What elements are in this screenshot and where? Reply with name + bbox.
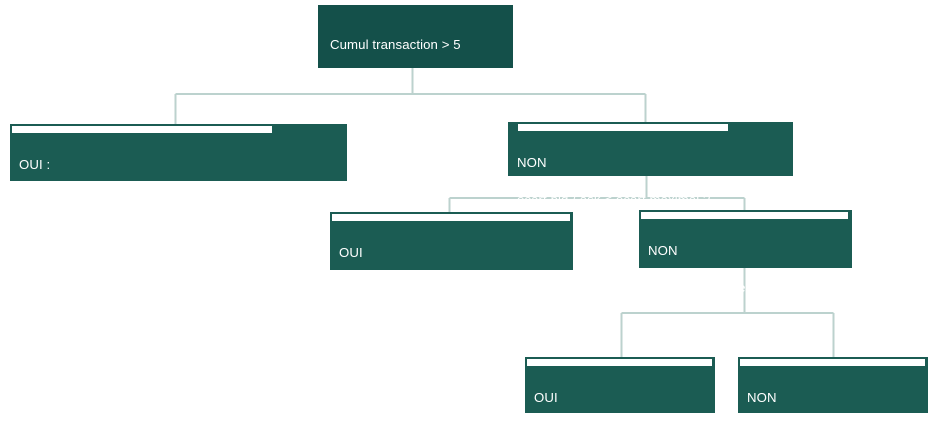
node-l2-oui-rest: = moyenne bid-ask [364, 282, 482, 298]
node-accent-bar [641, 212, 848, 219]
node-l2-non-question[interactable]: NON depuis moins de 5 jours ? [639, 210, 852, 295]
node-l1-oui-body: OUI : Prix = moyenne pondérée transactio… [10, 124, 347, 231]
node-l1-non-branch-label: NON [517, 154, 547, 170]
node-l2-oui-bold: Prix [339, 282, 365, 298]
node-l2-non-branch-label: NON [648, 242, 678, 258]
node-l2-oui-formula: Prix = moyenne bid-ask [339, 281, 564, 300]
node-root-body: Cumul transaction > 5 GWh ? [318, 5, 513, 111]
node-l3-oui-body: OUI Prix = prix de la veille [525, 357, 715, 424]
node-l3-non-result[interactable]: NON Prix = comité de prix [738, 357, 928, 413]
node-l1-oui-rest: = moyenne pondérée transactions [44, 194, 251, 210]
node-root-line1: Cumul transaction > 5 [330, 36, 461, 52]
node-l2-oui-body: OUI Prix = moyenne bid-ask [330, 212, 573, 319]
node-l1-oui-bold: Prix [19, 194, 45, 210]
node-l1-oui-formula: Prix = moyenne pondérée transactions [19, 193, 338, 212]
node-root-question[interactable]: Cumul transaction > 5 GWh ? [318, 5, 513, 89]
node-l3-oui-branch-label: OUI [534, 389, 558, 405]
node-root-line2: GWh ? [330, 74, 372, 90]
node-accent-bar [740, 359, 925, 366]
node-l1-non-body: NON écart bid / ask < écart maximal ? [508, 122, 793, 229]
node-l3-non-body: NON Prix = comité de prix [738, 357, 928, 424]
node-l3-oui-result[interactable]: OUI Prix = prix de la veille [525, 357, 715, 413]
node-l1-non-question-text: écart bid / ask < écart maximal ? [517, 192, 711, 208]
node-accent-bar [518, 124, 728, 131]
node-l1-oui-result[interactable]: OUI : Prix = moyenne pondérée transactio… [10, 124, 347, 209]
node-accent-bar [332, 214, 570, 221]
node-l1-non-question[interactable]: NON écart bid / ask < écart maximal ? [508, 122, 793, 207]
node-l1-oui-branch-label: OUI : [19, 156, 51, 172]
node-l2-non-question-text: depuis moins de 5 jours ? [648, 280, 801, 296]
node-l2-oui-branch-label: OUI [339, 244, 363, 260]
node-l3-non-branch-label: NON [747, 389, 777, 405]
node-accent-bar [12, 126, 272, 133]
node-accent-bar [527, 359, 712, 366]
node-l2-oui-result[interactable]: OUI Prix = moyenne bid-ask [330, 212, 573, 297]
node-l2-non-body: NON depuis moins de 5 jours ? [639, 210, 852, 317]
